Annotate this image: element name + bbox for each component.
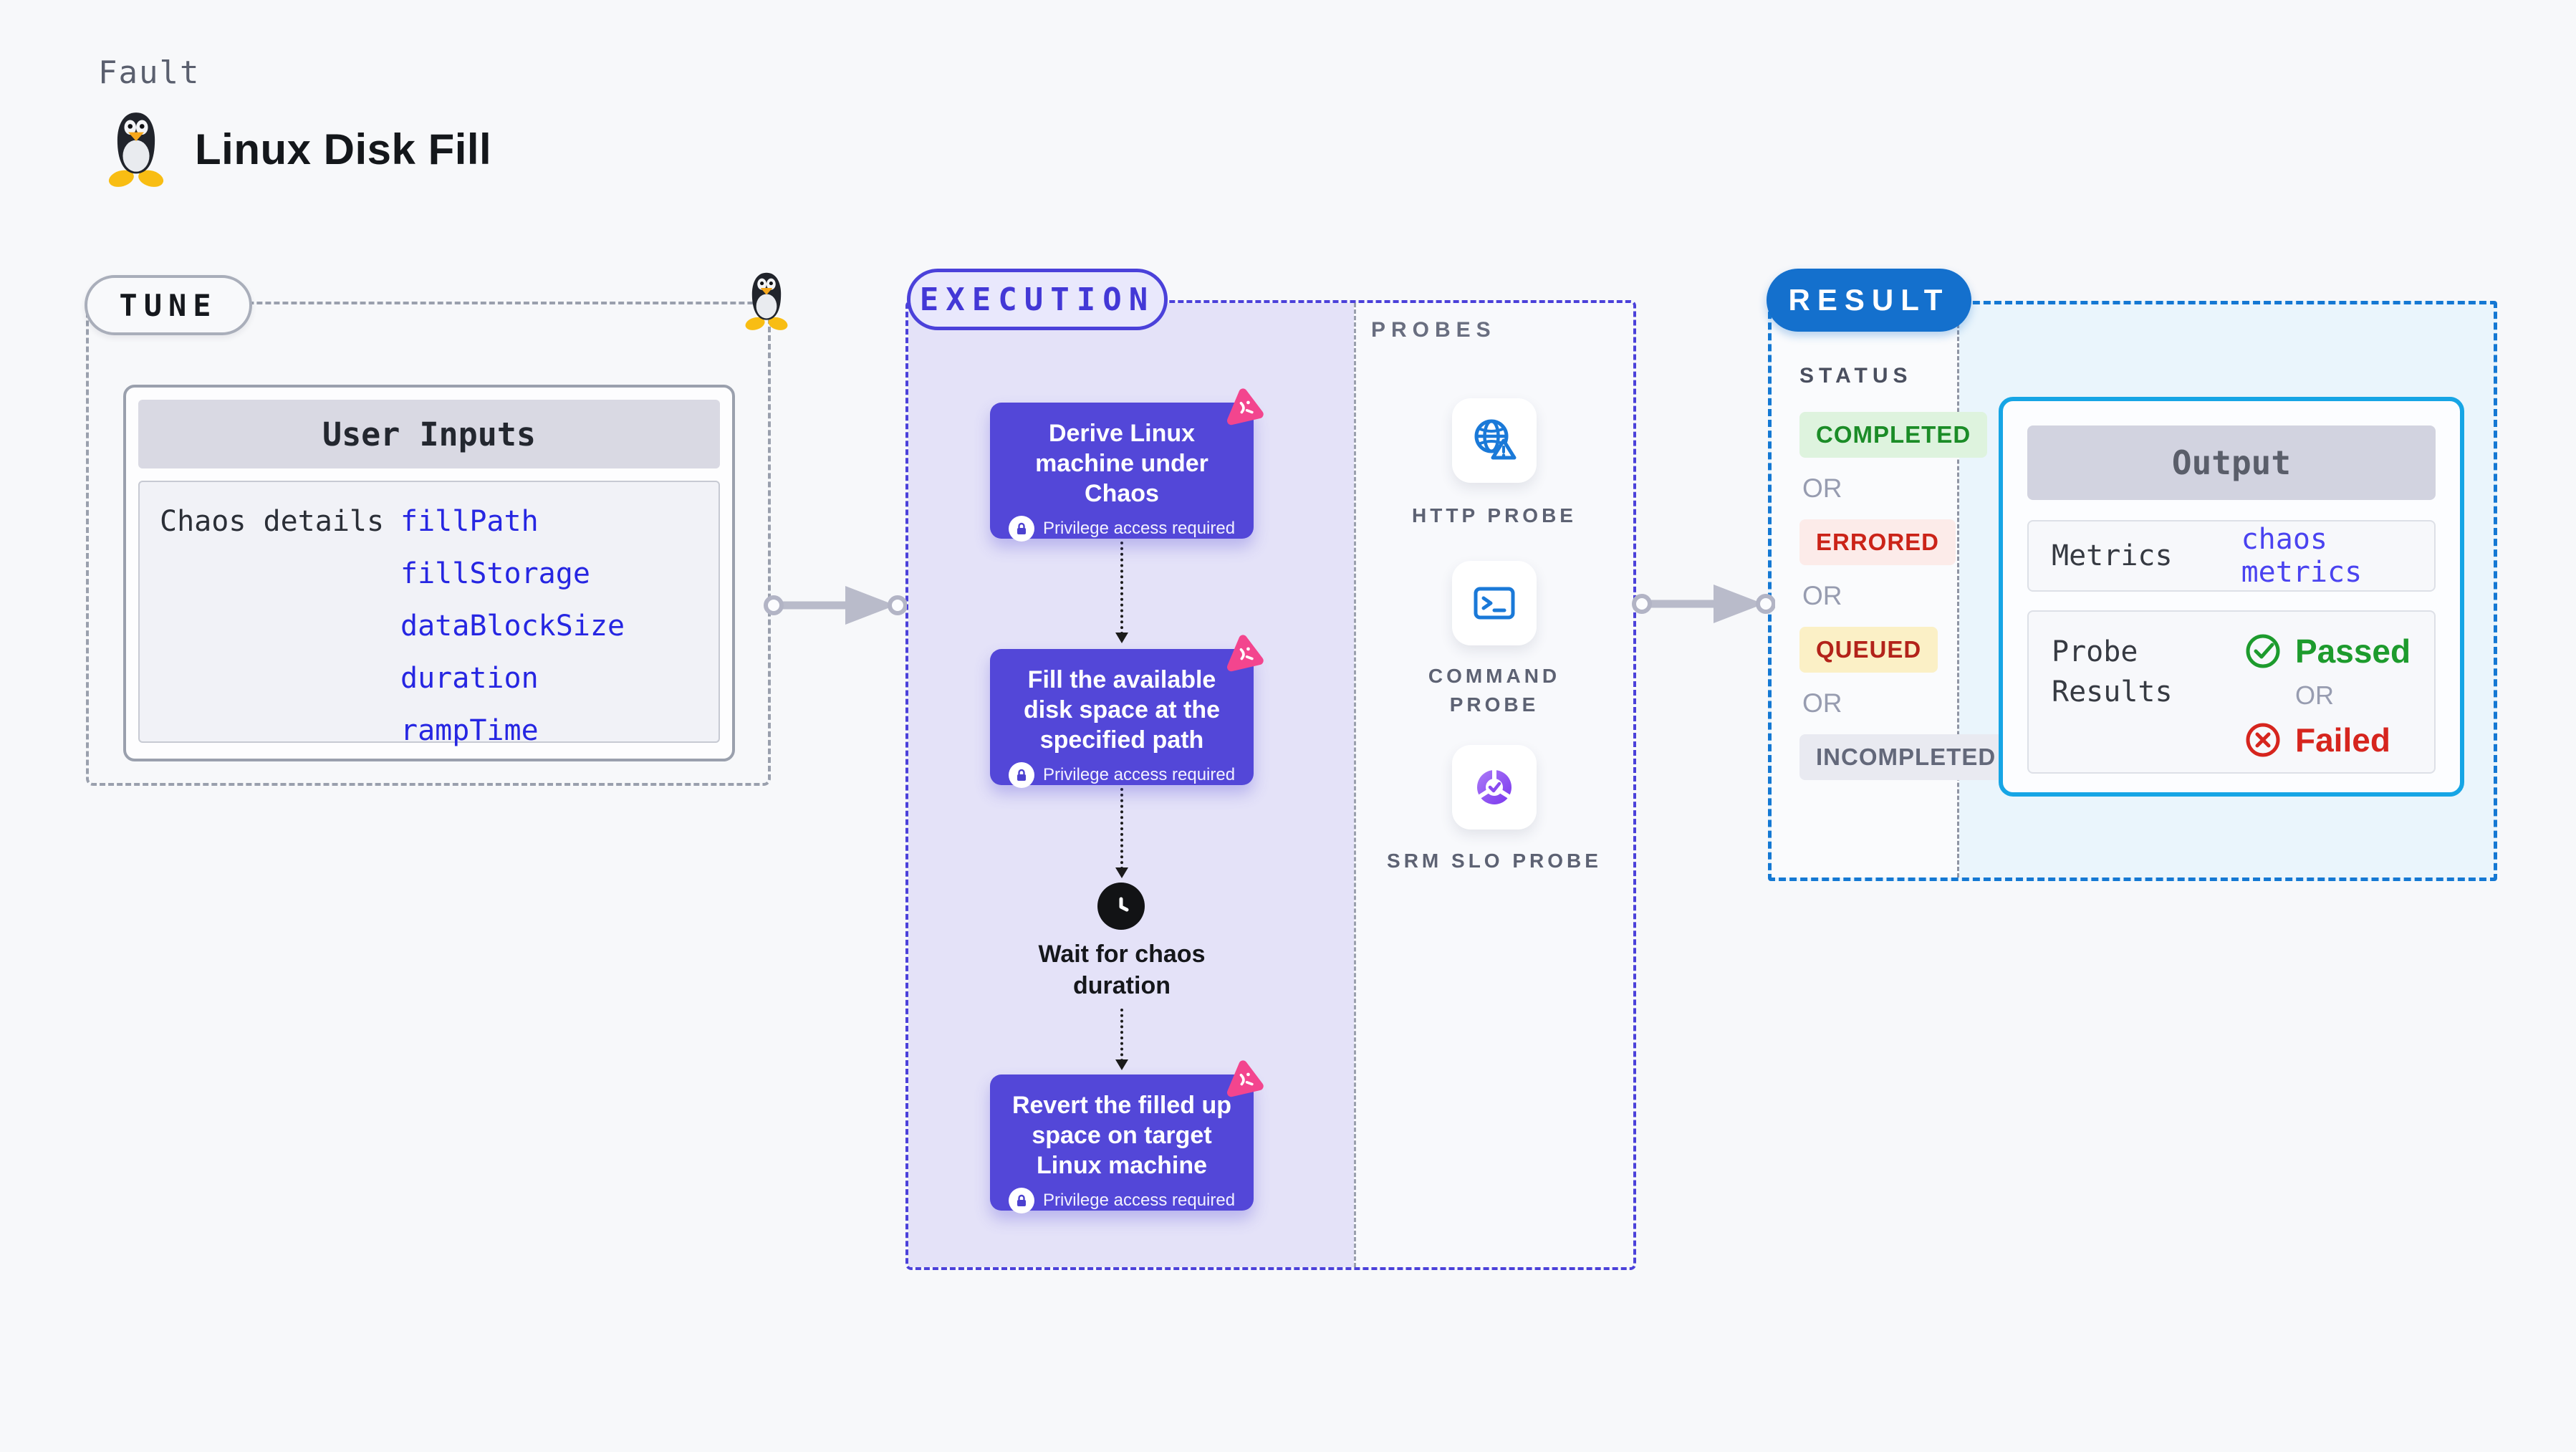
clock-icon	[1097, 883, 1145, 930]
status-label: STATUS	[1799, 364, 1913, 388]
input-link-datablocksize[interactable]: dataBlockSize	[400, 610, 625, 643]
command-probe-card	[1452, 561, 1537, 645]
privilege-badge: Privilege access required	[990, 1188, 1254, 1213]
chaos-icon	[1226, 635, 1264, 672]
or-label: OR	[1802, 473, 1842, 503]
flow-connector	[1115, 788, 1128, 878]
user-inputs-header: User Inputs	[138, 400, 720, 468]
node-fill-disk: Fill the available disk space at the spe…	[990, 635, 1264, 788]
probe-results-row: Probe Results Passed OR Failed	[2027, 610, 2436, 774]
privilege-badge-text: Privilege access required	[1042, 1191, 1236, 1210]
http-probe-label: HTTP PROBE	[1412, 504, 1577, 527]
command-probe-label: COMMAND PROBE	[1428, 665, 1561, 716]
privilege-badge: Privilege access required	[990, 516, 1254, 542]
or-label: OR	[1802, 581, 1842, 610]
failed-line: Failed	[2244, 721, 2411, 759]
wait-duration-label: Wait for chaos duration	[1038, 941, 1206, 999]
arrow-execution-to-result	[1632, 585, 1775, 623]
node-title: Fill the available disk space at the spe…	[1023, 666, 1220, 754]
x-circle-icon	[2246, 723, 2280, 757]
privilege-badge: Privilege access required	[990, 762, 1254, 788]
probes-label: PROBES	[1371, 318, 1496, 342]
output-card: Output Metrics chaos metrics Probe Resul…	[1999, 397, 2464, 797]
lock-icon	[1008, 1188, 1034, 1213]
privilege-badge-text: Privilege access required	[1042, 519, 1236, 538]
passed-label: Passed	[2295, 633, 2411, 670]
input-link-ramptime[interactable]: rampTime	[400, 714, 539, 747]
page-title-text: Linux Disk Fill	[195, 125, 492, 173]
chaos-icon	[1226, 1060, 1264, 1097]
passed-line: Passed	[2244, 632, 2411, 670]
lock-icon	[1008, 762, 1034, 788]
status-badge-queued: QUEUED	[1799, 627, 1938, 673]
node-title: Revert the filled up space on target Lin…	[1011, 1092, 1232, 1179]
metrics-row: Metrics chaos metrics	[2027, 520, 2436, 592]
status-badge-incompleted: INCOMPLETED	[1799, 734, 2013, 780]
slo-pie-check-icon	[1477, 769, 1512, 804]
input-link-fillpath[interactable]: fillPath	[400, 505, 539, 538]
http-probe-card	[1452, 398, 1537, 483]
globe-alert-icon	[1474, 419, 1517, 460]
tune-section	[86, 302, 771, 786]
node-derive-machine: Derive Linux machine under Chaos Privile…	[990, 388, 1264, 542]
flow-connector	[1115, 1009, 1128, 1070]
chaos-icon	[1226, 388, 1264, 425]
node-title: Derive Linux machine under Chaos	[1035, 420, 1208, 507]
input-link-fillstorage[interactable]: fillStorage	[400, 557, 590, 590]
output-header: Output	[2027, 425, 2436, 500]
flow-connector	[1115, 542, 1128, 643]
privilege-badge-text: Privilege access required	[1042, 765, 1236, 784]
linux-tux-icon-small	[742, 271, 791, 331]
node-revert-space: Revert the filled up space on target Lin…	[990, 1060, 1264, 1213]
status-badge-completed: COMPLETED	[1799, 412, 1988, 458]
status-column	[1772, 304, 1959, 878]
lock-icon	[1008, 516, 1034, 542]
chaos-details-label: Chaos details	[160, 505, 385, 538]
arrow-tune-to-execution	[764, 586, 907, 625]
chaos-details-values: fillPath fillStorage dataBlockSize durat…	[400, 505, 625, 747]
metrics-label: Metrics	[2052, 539, 2173, 572]
linux-tux-icon	[105, 110, 168, 188]
terminal-icon	[1474, 587, 1515, 620]
or-label: OR	[2295, 681, 2334, 710]
or-label: OR	[1802, 688, 1842, 718]
srm-slo-probe-label: SRM SLO PROBE	[1387, 850, 1602, 872]
status-list: COMPLETED OR ERRORED OR QUEUED OR INCOMP…	[1799, 412, 2013, 780]
probe-results-label: Probe Results	[2052, 635, 2173, 708]
failed-label: Failed	[2295, 721, 2390, 759]
metrics-value-link[interactable]: chaos metrics	[2241, 523, 2363, 589]
check-circle-icon	[2246, 634, 2280, 668]
fault-kicker: Fault	[98, 54, 201, 91]
page-title: Linux Disk Fill	[105, 109, 491, 189]
result-pill: RESULT	[1767, 269, 1971, 332]
status-badge-errored: ERRORED	[1799, 519, 1956, 565]
execution-pill: EXECUTION	[907, 269, 1168, 330]
user-inputs-card: User Inputs Chaos details fillPath fillS…	[123, 385, 735, 761]
user-inputs-body: Chaos details fillPath fillStorage dataB…	[138, 481, 720, 747]
tune-pill: TUNE	[85, 275, 252, 335]
input-link-duration[interactable]: duration	[400, 662, 539, 695]
srm-slo-probe-card	[1452, 745, 1537, 830]
probe-results-values: Passed OR Failed	[2244, 632, 2411, 759]
